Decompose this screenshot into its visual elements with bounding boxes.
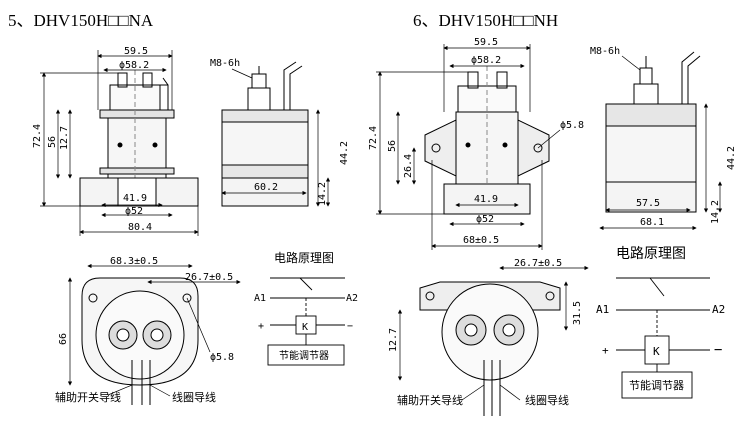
dim-left-72-4: 72.4 <box>32 124 43 148</box>
left-front-view <box>79 70 199 207</box>
dim-left-41-9: 41.9 <box>123 193 147 204</box>
right-title: 6、DHV150H□□NH <box>413 11 559 30</box>
dim-right-57-5: 57.5 <box>636 198 660 209</box>
dim-right-26-4: 26.4 <box>403 154 414 178</box>
dim-right-58-2: ϕ58.2 <box>471 55 501 66</box>
dim-right-14-2: 14.2 <box>710 200 721 224</box>
dim-left-m8: M8-6h <box>210 58 240 69</box>
left-circuit-a1: A1 <box>254 293 266 304</box>
right-bottom-view <box>419 281 561 416</box>
left-side-dims <box>221 68 331 207</box>
dim-left-52: ϕ52 <box>125 206 143 217</box>
left-circuit-minus: − <box>347 321 353 332</box>
left-circuit-plus: + <box>258 321 264 332</box>
left-front-dims <box>40 50 199 236</box>
left-circuit <box>267 277 345 366</box>
dim-right-72-4: 72.4 <box>368 126 379 150</box>
label-left-aux-wire: 辅助开关导线 <box>55 390 121 404</box>
left-bottom-view <box>81 277 199 405</box>
dim-left-26-7: 26.7±0.5 <box>185 272 233 283</box>
label-right-aux-wire: 辅助开关导线 <box>397 393 463 407</box>
dim-right-68: 68±0.5 <box>463 235 499 246</box>
right-side-view <box>605 51 701 213</box>
dim-right-41-9: 41.9 <box>474 194 498 205</box>
right-circuit-a1: A1 <box>596 303 609 316</box>
dim-left-14-2: 14.2 <box>317 182 328 206</box>
right-circuit-a2: A2 <box>712 303 725 316</box>
dim-right-68-1: 68.1 <box>640 217 664 228</box>
dim-left-5-8: ϕ5.8 <box>210 352 234 363</box>
left-circuit-k: K <box>302 322 308 333</box>
right-circuit-plus: + <box>602 344 609 357</box>
dim-left-58-2: ϕ58.2 <box>119 60 149 71</box>
label-left-coil-wire: 线圈导线 <box>172 390 216 404</box>
dim-left-60-2: 60.2 <box>254 182 278 193</box>
dim-left-66: 66 <box>58 333 69 345</box>
dim-left-12-7: 12.7 <box>59 126 70 150</box>
dim-right-59-5: 59.5 <box>474 37 498 48</box>
right-circuit-title: 电路原理图 <box>616 246 686 262</box>
right-circuit-regulator: 节能调节器 <box>629 378 684 392</box>
right-side-dims <box>599 55 723 231</box>
left-circuit-regulator: 节能调节器 <box>279 349 329 362</box>
dim-left-68-3: 68.3±0.5 <box>110 256 158 267</box>
right-bottom-dims <box>397 265 589 401</box>
dim-right-31-5: 31.5 <box>572 301 583 325</box>
right-circuit-k: K <box>653 345 660 358</box>
dim-right-44-2: 44.2 <box>726 146 737 170</box>
right-circuit <box>616 277 710 399</box>
left-bottom-dims <box>67 263 241 397</box>
right-front-dims <box>376 44 561 250</box>
left-title: 5、DHV150H□□NA <box>8 11 154 30</box>
left-circuit-title: 电路原理图 <box>274 250 334 265</box>
dim-right-52: ϕ52 <box>476 214 494 225</box>
dim-left-56: 56 <box>47 136 58 148</box>
dim-right-5-8: ϕ5.8 <box>560 120 584 131</box>
right-circuit-minus: − <box>714 342 722 358</box>
dim-right-56: 56 <box>387 140 398 152</box>
dim-right-12-7: 12.7 <box>388 328 399 352</box>
dim-right-m8: M8-6h <box>590 46 620 57</box>
dim-left-44-2: 44.2 <box>339 141 350 165</box>
dim-right-26-7: 26.7±0.5 <box>514 258 562 269</box>
right-front-view <box>424 66 550 215</box>
left-circuit-a2: A2 <box>346 293 358 304</box>
label-right-coil-wire: 线圈导线 <box>525 393 569 407</box>
dim-left-80-4: 80.4 <box>128 222 152 233</box>
dim-left-59-5: 59.5 <box>124 46 148 57</box>
left-side-view <box>221 61 309 207</box>
